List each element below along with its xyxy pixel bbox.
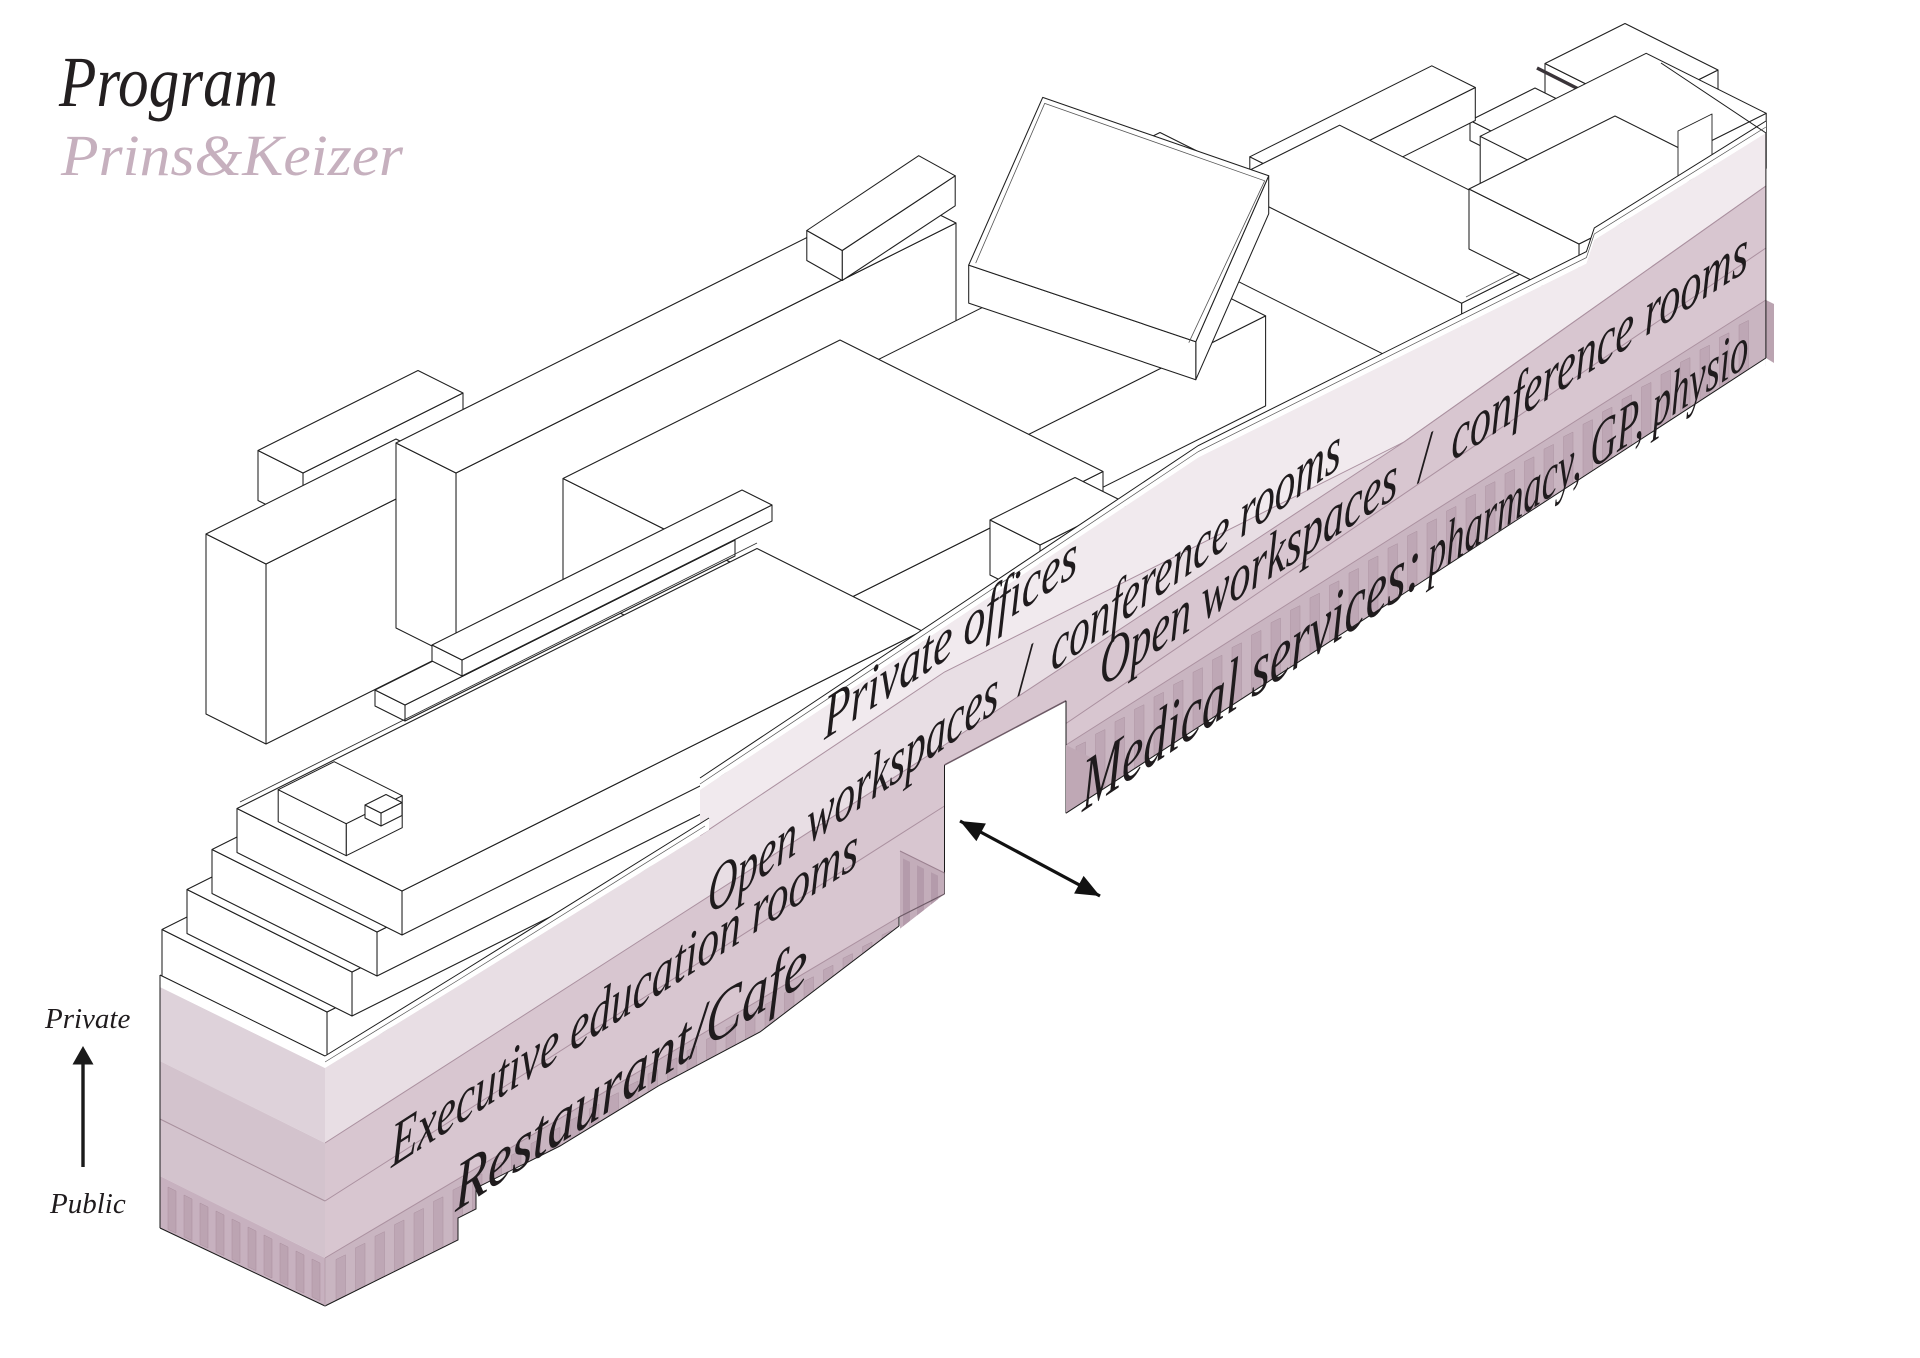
svg-text:Prins&Keizer: Prins&Keizer bbox=[60, 123, 404, 188]
svg-text:Private: Private bbox=[44, 1003, 130, 1035]
svg-text:Program: Program bbox=[58, 42, 278, 122]
svg-text:Public: Public bbox=[49, 1188, 126, 1220]
